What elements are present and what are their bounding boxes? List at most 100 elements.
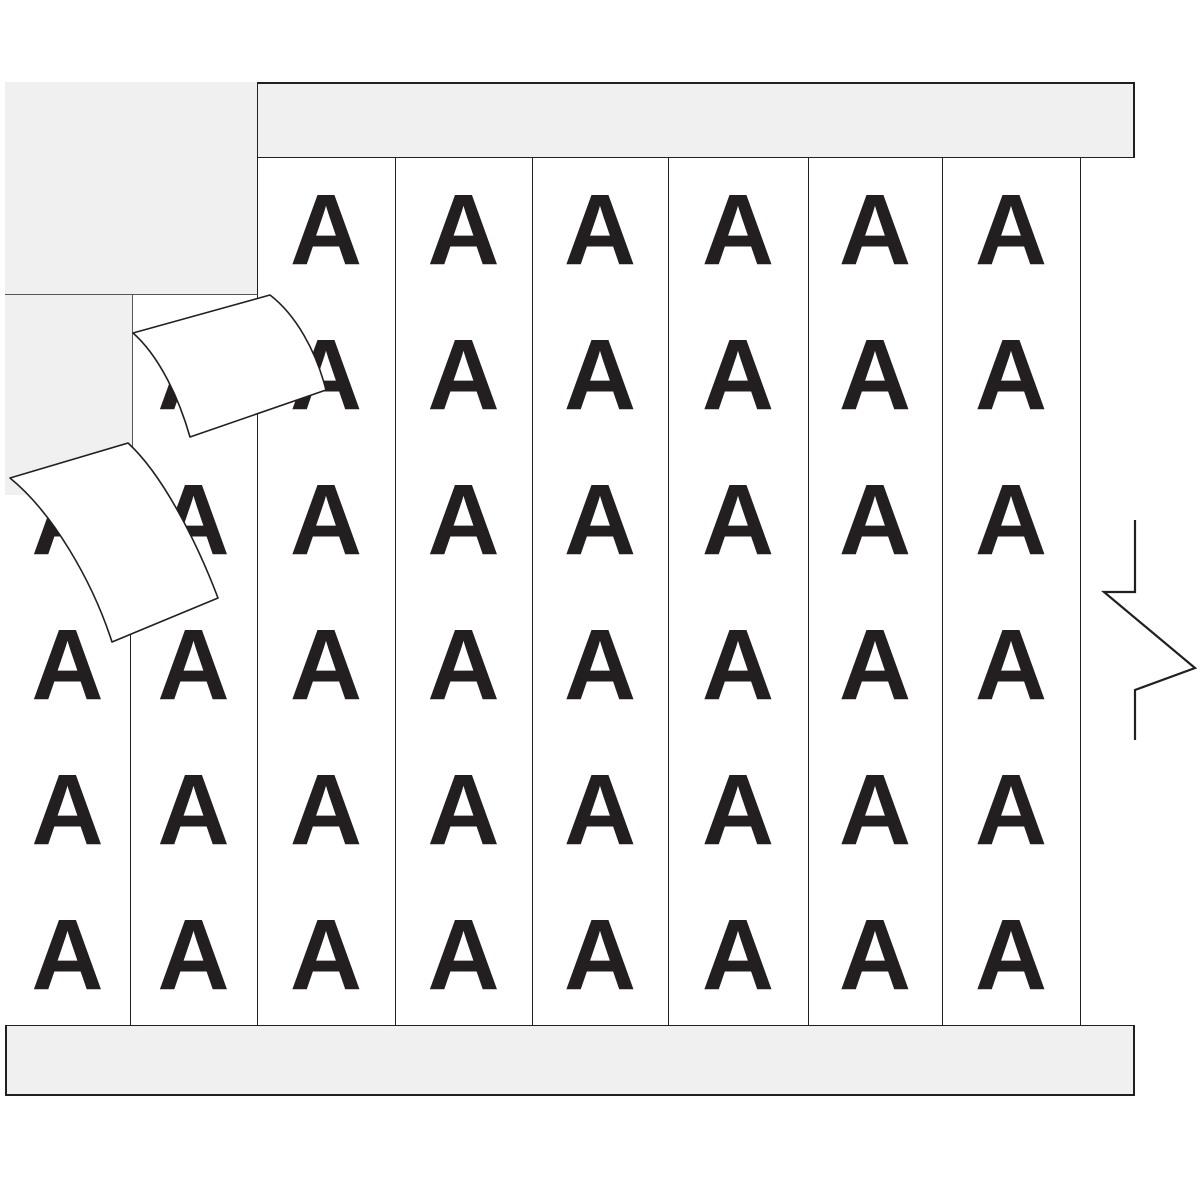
label-cell[interactable] — [1080, 750, 1135, 870]
label-character: A — [427, 754, 500, 866]
label-cell[interactable]: A — [130, 895, 257, 1015]
label-cell[interactable]: A — [808, 605, 942, 725]
label-cell[interactable]: A — [668, 315, 808, 435]
label-character: A — [427, 464, 500, 576]
label-cell[interactable]: A — [257, 895, 395, 1015]
label-character: A — [563, 754, 637, 866]
label-cell[interactable]: A — [942, 170, 1080, 290]
label-cell[interactable]: A — [532, 170, 668, 290]
label-cell[interactable]: A — [942, 605, 1080, 725]
label-cell[interactable]: A — [668, 170, 808, 290]
label-character: A — [289, 319, 363, 431]
label-cell[interactable]: A — [532, 315, 668, 435]
label-cell[interactable]: A — [130, 460, 257, 580]
label-character: A — [701, 464, 775, 576]
label-cell[interactable]: A — [808, 460, 942, 580]
label-cell[interactable]: A — [668, 750, 808, 870]
label-cell[interactable]: A — [808, 895, 942, 1015]
label-cell[interactable]: A — [5, 605, 130, 725]
label-character: A — [563, 899, 637, 1011]
column-divider — [668, 158, 669, 1025]
label-character: A — [563, 609, 637, 721]
carrier-corner-lower — [5, 295, 133, 495]
label-character: A — [974, 464, 1048, 576]
column-divider — [1080, 158, 1081, 1025]
label-character: A — [701, 609, 775, 721]
label-character: A — [289, 464, 363, 576]
label-character: A — [427, 319, 500, 431]
label-character: A — [157, 464, 230, 576]
label-character: A — [563, 174, 637, 286]
label-cell[interactable]: A — [532, 895, 668, 1015]
label-cell[interactable]: A — [668, 895, 808, 1015]
label-character: A — [838, 174, 912, 286]
label-character: A — [289, 754, 363, 866]
label-character: A — [427, 609, 500, 721]
label-character: A — [701, 899, 775, 1011]
label-character: A — [289, 899, 363, 1011]
torn-edge-zigzag-icon — [1090, 520, 1200, 740]
label-character: A — [838, 754, 912, 866]
label-cell[interactable]: A — [942, 750, 1080, 870]
label-cell[interactable]: A — [257, 315, 395, 435]
label-character: A — [974, 609, 1048, 721]
label-cell[interactable]: A — [668, 460, 808, 580]
label-cell[interactable]: A — [532, 750, 668, 870]
carrier-corner-upper — [5, 82, 258, 295]
label-cell[interactable]: A — [5, 750, 130, 870]
label-cell[interactable]: A — [808, 315, 942, 435]
label-cell[interactable]: A — [668, 605, 808, 725]
label-character: A — [157, 754, 230, 866]
label-cell[interactable]: A — [395, 460, 532, 580]
label-cell[interactable]: A — [395, 170, 532, 290]
label-character: A — [563, 319, 637, 431]
label-character: A — [157, 899, 230, 1011]
column-divider — [808, 158, 809, 1025]
label-cell[interactable] — [1080, 170, 1135, 290]
label-cell[interactable]: A — [942, 315, 1080, 435]
label-character: A — [427, 899, 500, 1011]
label-character: A — [157, 609, 230, 721]
label-cell[interactable]: A — [130, 315, 257, 435]
label-character: A — [31, 754, 104, 866]
label-character: A — [31, 609, 104, 721]
label-character: A — [701, 754, 775, 866]
label-cell[interactable]: A — [395, 895, 532, 1015]
label-cell[interactable]: A — [257, 750, 395, 870]
label-cell[interactable]: A — [942, 895, 1080, 1015]
label-cell[interactable]: A — [130, 605, 257, 725]
label-cell[interactable]: A — [395, 605, 532, 725]
label-character: A — [974, 174, 1048, 286]
label-character: A — [974, 899, 1048, 1011]
column-divider — [532, 158, 533, 1025]
label-cell[interactable]: A — [257, 170, 395, 290]
label-cell[interactable] — [1080, 895, 1135, 1015]
label-character: A — [838, 899, 912, 1011]
label-cell[interactable] — [1080, 315, 1135, 435]
label-character: A — [563, 464, 637, 576]
column-divider — [942, 158, 943, 1025]
column-divider — [395, 158, 396, 1025]
label-character: A — [157, 319, 230, 431]
label-cell[interactable]: A — [942, 460, 1080, 580]
label-cell[interactable]: A — [257, 605, 395, 725]
label-character: A — [838, 609, 912, 721]
label-cell[interactable]: A — [257, 460, 395, 580]
label-character: A — [31, 899, 104, 1011]
label-cell[interactable]: A — [395, 315, 532, 435]
label-character: A — [974, 754, 1048, 866]
label-character: A — [289, 609, 363, 721]
label-cell[interactable]: A — [395, 750, 532, 870]
label-character: A — [838, 464, 912, 576]
label-cell[interactable]: A — [130, 750, 257, 870]
label-cell[interactable]: A — [808, 170, 942, 290]
label-character: A — [427, 174, 500, 286]
label-cell[interactable]: A — [532, 605, 668, 725]
label-cell[interactable]: A — [808, 750, 942, 870]
label-character: A — [289, 174, 363, 286]
label-cell[interactable]: A — [5, 895, 130, 1015]
label-character: A — [974, 319, 1048, 431]
label-character: A — [701, 174, 775, 286]
label-cell[interactable]: A — [532, 460, 668, 580]
